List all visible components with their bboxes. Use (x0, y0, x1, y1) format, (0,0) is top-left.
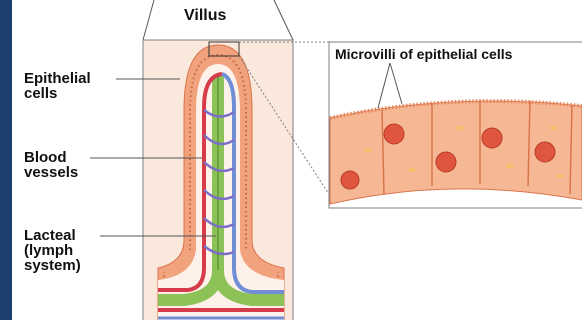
label-blood-vessels: Blood vessels (24, 150, 78, 180)
label-microvilli: Microvilli of epithelial cells (335, 47, 512, 62)
label-lacteal: Lacteal (lymph system) (24, 228, 81, 273)
zoom-guide-line (274, 0, 293, 40)
villus-title: Villus (184, 8, 226, 23)
zoom-guide-line (143, 0, 154, 40)
diagram-panel: Villus Epithelial cells Blood vessels La… (12, 0, 582, 320)
label-epithelial-cells: Epithelial cells (24, 71, 91, 101)
